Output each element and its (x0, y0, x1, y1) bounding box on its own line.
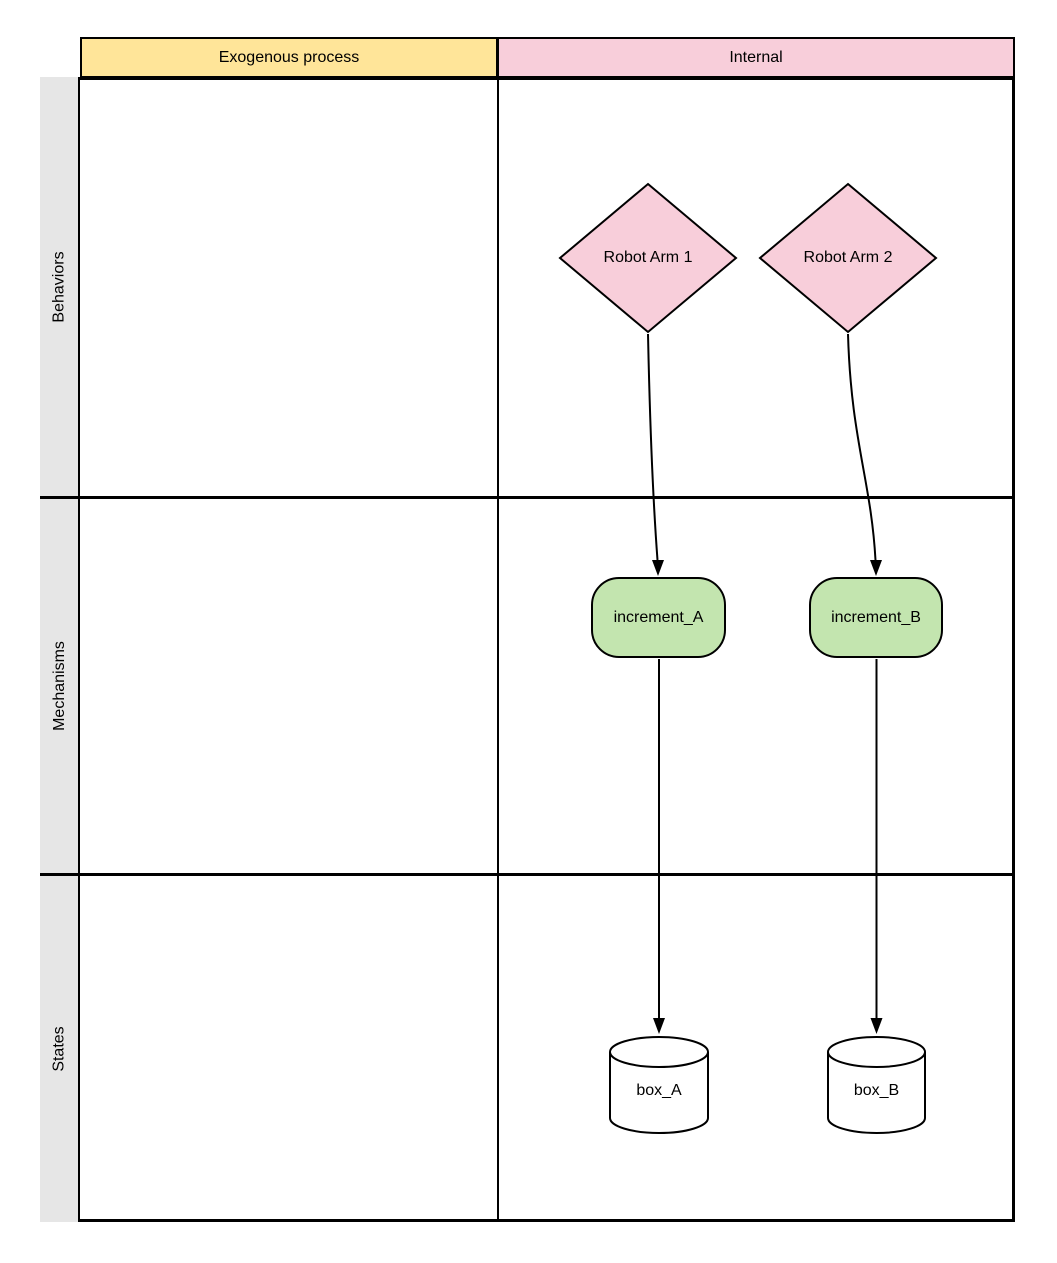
column-header-internal-label: Internal (729, 48, 783, 66)
column-divider (497, 77, 499, 1222)
node-increment-b-rounded-rect (809, 577, 943, 658)
row-divider-behaviors-mechanisms (40, 496, 1015, 499)
row-label-strip (40, 77, 80, 1222)
edge-robot-arm-2-to-increment-b (847, 333, 877, 561)
arrowhead-increment-b (870, 560, 882, 576)
node-box-b-cylinder-rim (827, 1051, 926, 1068)
node-box-b-cylinder (827, 1036, 926, 1134)
node-robot-arm-1-diamond (558, 182, 738, 334)
column-header-exogenous-process: Exogenous process (80, 37, 498, 78)
node-robot-arm-2-diamond (758, 182, 938, 334)
edge-robot-arm-1-to-increment-a (647, 333, 659, 561)
node-box-a-cylinder (609, 1036, 709, 1134)
arrowhead-box-b (870, 1018, 883, 1034)
arrowhead-increment-a (652, 560, 664, 576)
column-header-internal: Internal (497, 37, 1015, 78)
row-divider-mechanisms-states (40, 873, 1015, 876)
node-box-a-cylinder-rim (609, 1051, 709, 1068)
column-header-exogenous-label: Exogenous process (218, 48, 360, 66)
arrowhead-box-a (653, 1018, 665, 1034)
node-increment-a-rounded-rect (591, 577, 726, 658)
